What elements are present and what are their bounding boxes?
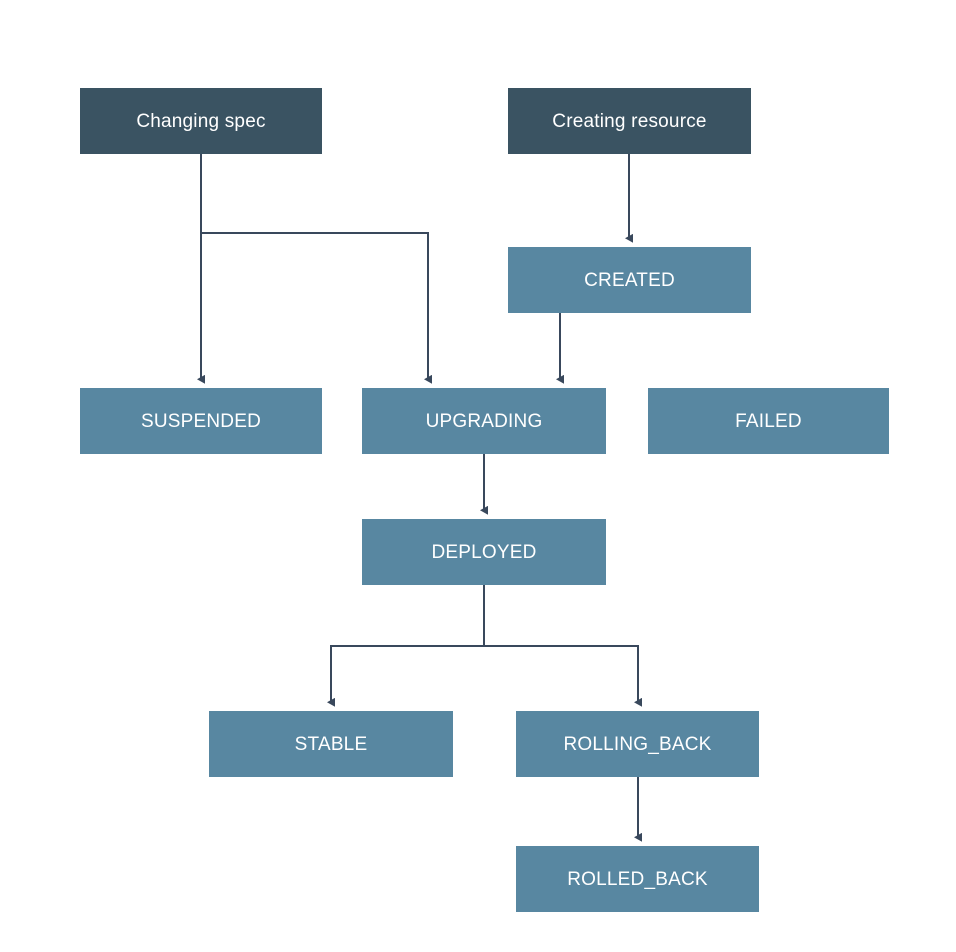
node-upgrading[interactable]: UPGRADING: [362, 388, 606, 454]
node-creating-resource-label: Creating resource: [552, 110, 707, 132]
edge-deployed-to-rolling-back: [483, 585, 642, 707]
node-changing-spec-label: Changing spec: [136, 110, 266, 132]
node-stable[interactable]: STABLE: [209, 711, 453, 777]
node-stable-label: STABLE: [294, 733, 368, 755]
edge-deployed-to-stable: [327, 585, 485, 707]
node-suspended[interactable]: SUSPENDED: [80, 388, 322, 454]
node-rolled-back[interactable]: ROLLED_BACK: [516, 846, 759, 912]
node-failed-label: FAILED: [735, 410, 802, 432]
node-rolling-back-label: ROLLING_BACK: [563, 733, 712, 755]
node-deployed-label: DEPLOYED: [431, 541, 537, 563]
node-suspended-label: SUSPENDED: [140, 410, 262, 432]
node-creating-resource[interactable]: Creating resource: [508, 88, 751, 154]
node-upgrading-label: UPGRADING: [425, 410, 543, 432]
node-rolling-back[interactable]: ROLLING_BACK: [516, 711, 759, 777]
edge-changing-spec-to-upgrading: [201, 232, 432, 384]
node-changing-spec[interactable]: Changing spec: [80, 88, 322, 154]
node-failed[interactable]: FAILED: [648, 388, 889, 454]
node-rolled-back-label: ROLLED_BACK: [567, 868, 708, 890]
node-created-label: CREATED: [584, 269, 675, 291]
node-created[interactable]: CREATED: [508, 247, 751, 313]
node-deployed[interactable]: DEPLOYED: [362, 519, 606, 585]
